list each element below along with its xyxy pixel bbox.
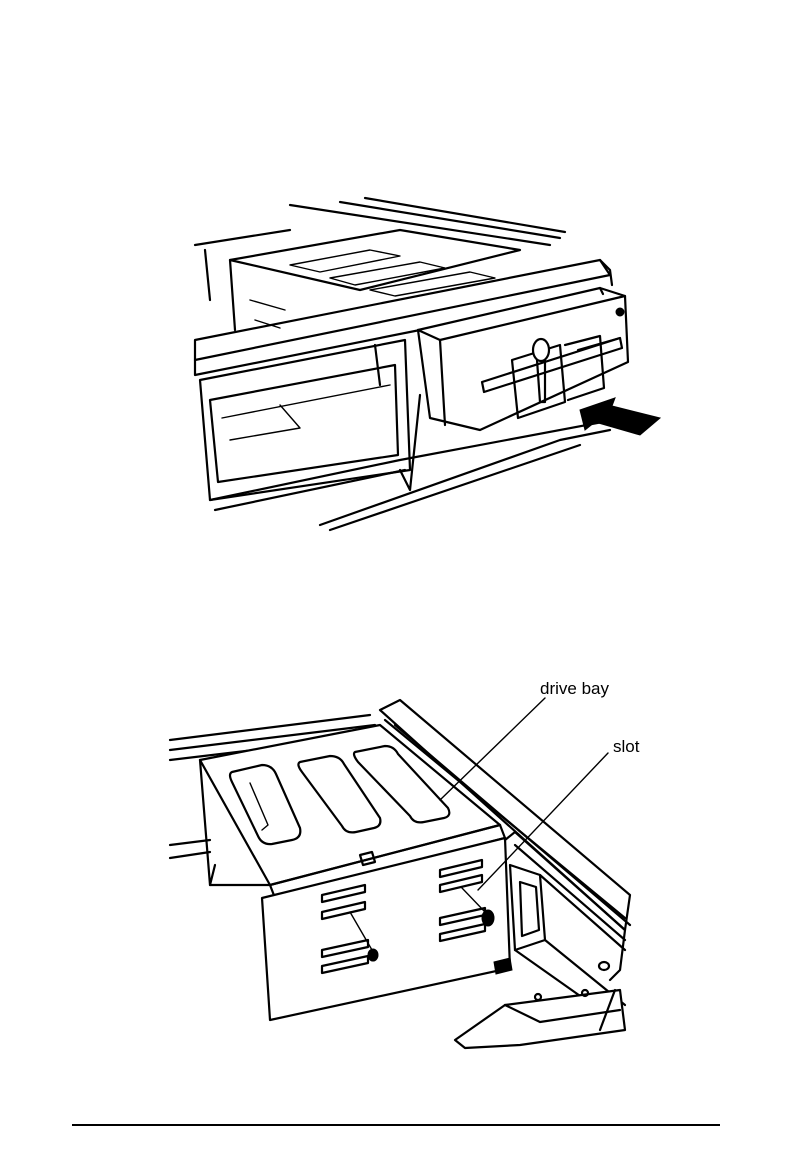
footer-rule bbox=[72, 1124, 720, 1126]
floppy-drive-insertion-icon bbox=[0, 190, 799, 550]
drive-bay-cage-icon bbox=[0, 650, 799, 1070]
drive-insertion-illustration bbox=[0, 190, 799, 550]
drive-bay-illustration bbox=[0, 650, 799, 1070]
drive-bay-label: drive bay bbox=[540, 680, 609, 697]
slot-label: slot bbox=[613, 738, 639, 755]
